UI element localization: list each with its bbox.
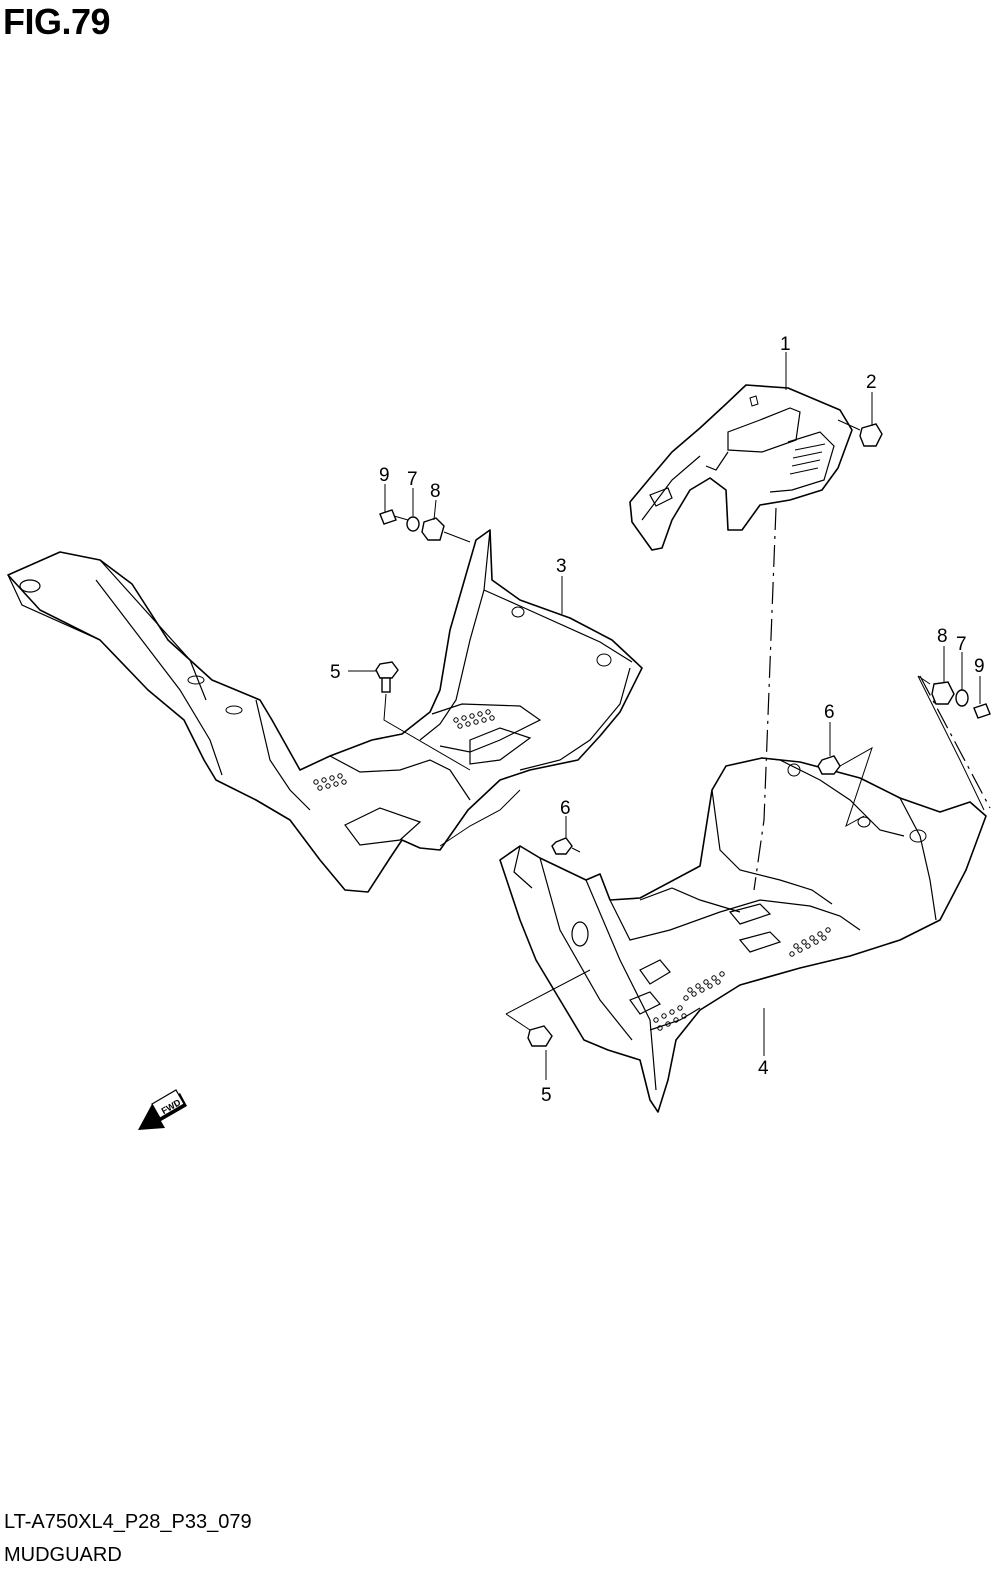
callout-3: 3 (556, 556, 567, 577)
callout-6-upper: 6 (824, 702, 835, 723)
callout-9-left: 9 (379, 465, 390, 486)
callout-4: 4 (758, 1058, 769, 1079)
callout-2: 2 (866, 372, 877, 393)
callout-8-right: 8 (937, 626, 948, 647)
part-2-bolt (837, 419, 883, 447)
figure-title: FIG.79 (3, 1, 111, 42)
callout-7-right: 7 (956, 634, 967, 655)
fwd-direction-badge: FWD (138, 1089, 187, 1130)
part-3-mudguard-left (7, 529, 643, 893)
part-4-mudguard-right (499, 757, 987, 1113)
part-5-bolt-right (505, 969, 591, 1047)
part-5-bolt-left (375, 661, 471, 771)
left-fastener-set (379, 509, 471, 543)
part-6-bolts (551, 746, 873, 855)
callout-6-lower: 6 (560, 798, 571, 819)
callout-8-left: 8 (430, 481, 441, 502)
callout-5-right: 5 (541, 1085, 552, 1106)
callout-5-left: 5 (330, 662, 341, 683)
right-fastener-set (917, 675, 991, 811)
callout-7-left: 7 (407, 469, 418, 490)
assembly-line-clip (919, 675, 991, 809)
callout-1: 1 (780, 334, 791, 355)
drawing-code: LT-A750XL4_P28_P33_079 (4, 1511, 252, 1533)
assembly-line-cover (753, 507, 777, 891)
callout-9-right: 9 (974, 656, 985, 677)
leader-lines (348, 352, 981, 1080)
part-1-cover (629, 384, 853, 551)
assembly-name: MUDGUARD (4, 1544, 122, 1566)
